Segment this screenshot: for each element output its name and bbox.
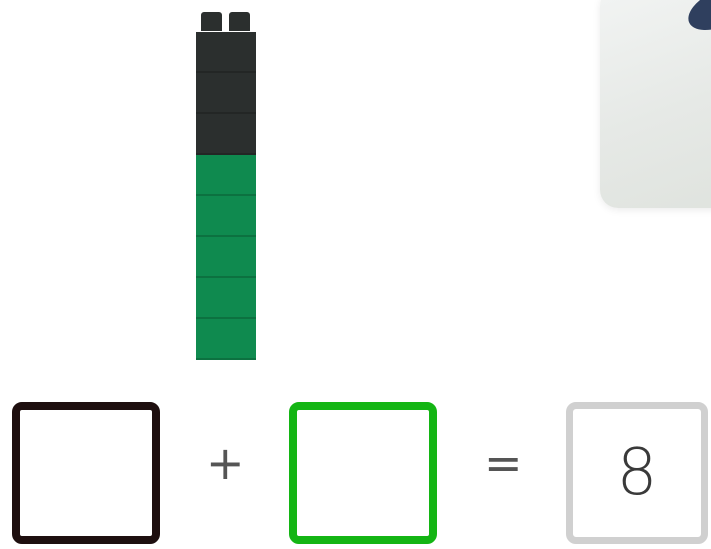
stud-left (201, 12, 222, 31)
green-cube (196, 319, 256, 360)
green-cube (196, 237, 256, 278)
tower-top-studs (196, 12, 256, 32)
total-value: 8 (616, 436, 658, 510)
green-cube (196, 196, 256, 237)
green-cube (196, 155, 256, 196)
equals-sign: = (484, 436, 523, 490)
total-box: 8 (566, 402, 708, 544)
first-addend-input-box[interactable] (12, 402, 160, 544)
stud-right (229, 12, 250, 31)
photo-thumbnail (600, 0, 711, 208)
dark-cube (196, 114, 256, 155)
photo-object (681, 0, 711, 40)
cube-tower (196, 12, 256, 360)
dark-cube (196, 73, 256, 114)
dark-cube (196, 32, 256, 73)
second-addend-input-box[interactable] (289, 402, 437, 544)
plus-sign: + (206, 436, 245, 490)
green-cube (196, 278, 256, 319)
